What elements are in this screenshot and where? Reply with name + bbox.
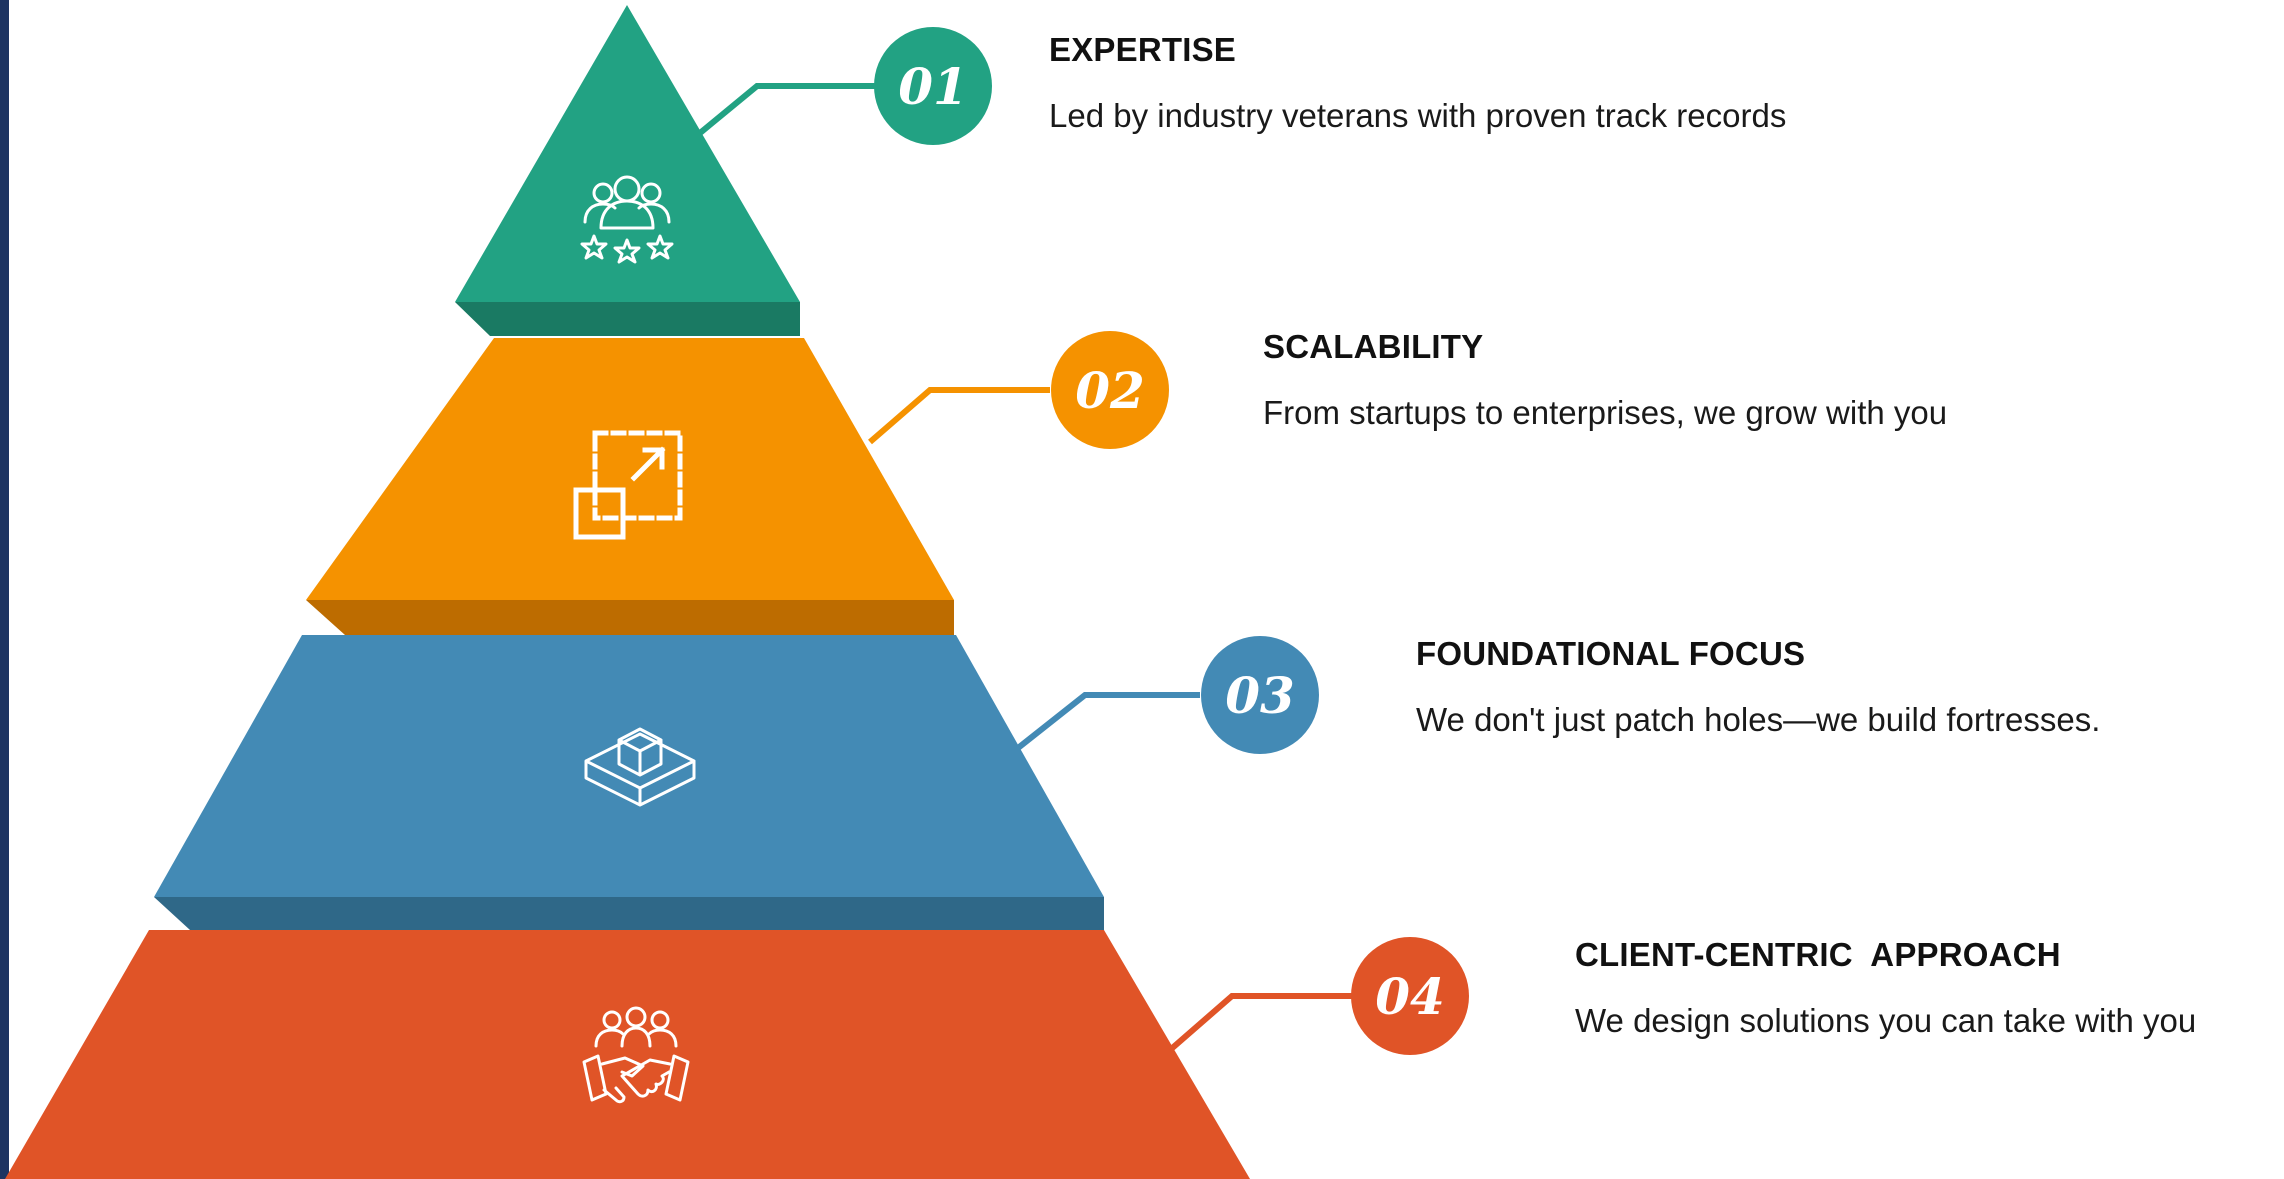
tier-1-text: EXPERTISE Led by industry veterans with … bbox=[1049, 30, 1909, 136]
handshake-group-icon bbox=[582, 1006, 690, 1104]
tier-2-number-circle bbox=[1051, 331, 1169, 449]
tier-3: 03 bbox=[154, 635, 1319, 930]
tier-4: 04 bbox=[5, 930, 1469, 1179]
team-stars-icon bbox=[580, 175, 674, 264]
tier-1-title: EXPERTISE bbox=[1049, 31, 1237, 68]
tier-3-description: We don't just patch holes—we build fortr… bbox=[1416, 701, 2101, 738]
tier-2-face bbox=[306, 338, 954, 600]
foundation-blocks-icon bbox=[584, 727, 696, 807]
tier-4-title: CLIENT-CENTRIC APPROACH bbox=[1575, 936, 2061, 973]
tier-2-text: SCALABILITY From startups to enterprises… bbox=[1263, 327, 2123, 433]
tier-2-description: From startups to enterprises, we grow wi… bbox=[1263, 394, 1948, 431]
left-accent-bar bbox=[0, 0, 9, 1179]
tier-1-face bbox=[455, 5, 800, 302]
tier-3-number: 03 bbox=[1225, 666, 1295, 725]
tier-3-number-circle bbox=[1201, 636, 1319, 754]
tier-2-title: SCALABILITY bbox=[1263, 328, 1484, 365]
tier-2-connector bbox=[868, 387, 1050, 445]
tier-4-number: 04 bbox=[1375, 967, 1445, 1026]
tier-1-number-circle bbox=[874, 27, 992, 145]
tier-3-shadow bbox=[154, 897, 1104, 930]
tier-1-shadow bbox=[455, 302, 800, 336]
tier-2-shadow bbox=[306, 600, 954, 635]
tier-2-number: 02 bbox=[1075, 361, 1145, 420]
scale-up-icon bbox=[573, 430, 683, 540]
tier-1: 01 bbox=[455, 5, 992, 336]
tier-4-number-circle bbox=[1351, 937, 1469, 1055]
tier-4-face bbox=[5, 930, 1250, 1179]
tier-3-text: FOUNDATIONAL FOCUS We don't just patch h… bbox=[1416, 634, 2276, 740]
tier-1-number: 01 bbox=[898, 57, 968, 116]
tier-4-connector bbox=[1168, 993, 1355, 1053]
tier-2: 02 bbox=[306, 331, 1169, 635]
tier-3-connector bbox=[1016, 692, 1200, 751]
tier-1-connector bbox=[698, 83, 880, 136]
tier-1-description: Led by industry veterans with proven tra… bbox=[1049, 97, 1787, 134]
tier-4-description: We design solutions you can take with yo… bbox=[1575, 1002, 2197, 1039]
tier-4-text: CLIENT-CENTRIC APPROACH We design soluti… bbox=[1575, 935, 2284, 1041]
tier-3-face bbox=[154, 635, 1104, 897]
tier-3-title: FOUNDATIONAL FOCUS bbox=[1416, 635, 1806, 672]
